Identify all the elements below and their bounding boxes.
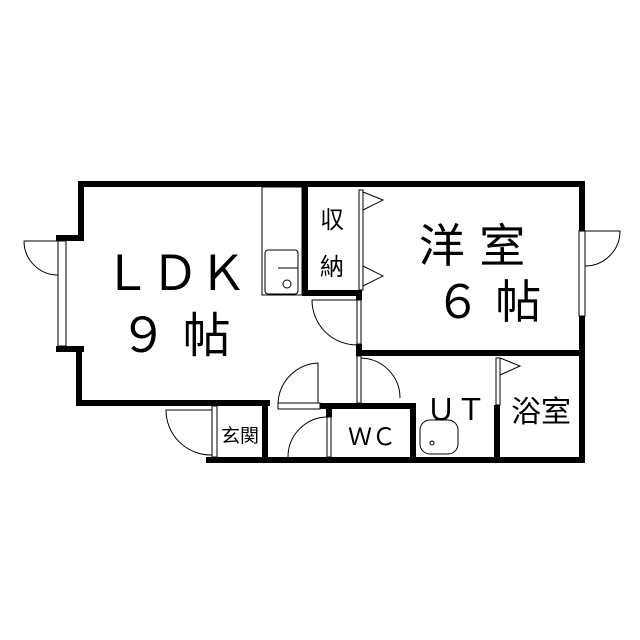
window-western-room bbox=[578, 230, 586, 317]
bath-door-frame bbox=[495, 357, 501, 406]
western-room-size: ６ 帖 bbox=[435, 275, 542, 329]
door-western-room[interactable] bbox=[311, 299, 358, 346]
sink-drain bbox=[282, 279, 292, 289]
door-utility[interactable] bbox=[360, 357, 401, 399]
door-western-room-exterior[interactable] bbox=[584, 230, 621, 267]
front-door[interactable] bbox=[165, 409, 213, 456]
western-room-label: 洋 室 bbox=[419, 219, 526, 273]
washbasin-icon bbox=[419, 419, 459, 455]
utility-label: ＵＴ bbox=[426, 393, 486, 428]
storage-label-2: 納 bbox=[320, 253, 344, 281]
door-frame bbox=[356, 355, 362, 404]
bath-label: 浴室 bbox=[511, 395, 571, 430]
ldk-label: ＬＤＫ bbox=[103, 246, 247, 302]
wc-label: ＷＣ bbox=[348, 423, 396, 451]
door-frame bbox=[356, 299, 362, 345]
door-ldk-hall[interactable] bbox=[277, 362, 319, 404]
wc-door-frame bbox=[326, 416, 332, 458]
door-bath[interactable] bbox=[499, 357, 522, 376]
closet-door-icon[interactable] bbox=[362, 191, 385, 287]
storage-label-1: 収 bbox=[320, 206, 344, 234]
walls bbox=[56, 181, 585, 463]
kitchen-sink-icon bbox=[264, 249, 299, 295]
door-frame bbox=[277, 402, 321, 410]
entrance-label: 玄関 bbox=[221, 425, 259, 447]
door-wc[interactable] bbox=[287, 416, 328, 458]
entrance-door-frame bbox=[211, 405, 218, 458]
window-ldk bbox=[57, 240, 67, 347]
ldk-size: ９ 帖 bbox=[119, 308, 230, 364]
closet-door-frame bbox=[358, 189, 364, 291]
entry-door-ldk[interactable] bbox=[23, 240, 59, 276]
